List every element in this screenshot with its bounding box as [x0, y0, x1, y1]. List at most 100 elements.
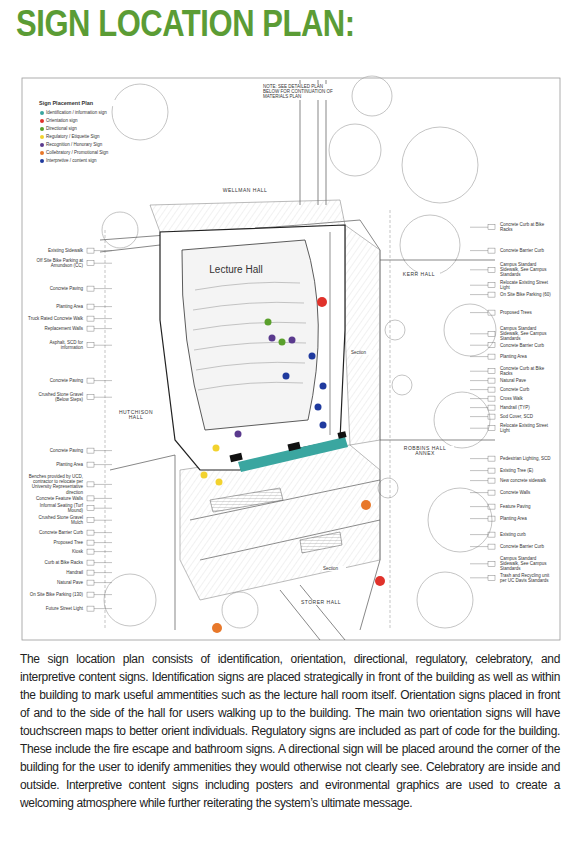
plan-circle — [375, 576, 385, 586]
sign-block — [229, 453, 242, 463]
leader-line — [470, 563, 488, 564]
callout-tag — [87, 304, 94, 309]
plan-note: NOTE: SEE DETAILED PLAN BELOW FOR CONTIN… — [262, 84, 336, 100]
leader-line — [94, 551, 112, 552]
plan-note: Section — [350, 350, 374, 355]
leader-line — [94, 250, 112, 251]
plan-path — [105, 230, 106, 630]
material-callout: New concrete sidewalk — [499, 478, 557, 483]
plan-circle — [289, 337, 296, 344]
plan-path — [196, 362, 305, 370]
callout-tag — [87, 482, 94, 487]
material-callout: Sod Cover, SCD — [499, 414, 557, 419]
callout-tag — [87, 286, 94, 291]
lecture-hall-outline — [182, 240, 318, 430]
material-callout: Crushed Stone Gravel (Below Steps) — [26, 392, 84, 402]
material-callout: Campus Standard Sidewalk, See Campus Sta… — [499, 556, 557, 572]
callout-tag — [488, 532, 495, 537]
material-callout: Campus Standard Sidewalk, See Campus Sta… — [499, 262, 557, 278]
material-callout: Pedestrian Lighting, SCD — [499, 456, 557, 461]
callout-tag — [488, 516, 495, 521]
plan-circle — [434, 392, 490, 448]
leader-line — [470, 546, 488, 547]
plan-circle — [428, 488, 492, 552]
material-callout: Concrete Curb at Bike Racks — [499, 222, 557, 232]
identification-band — [238, 437, 348, 472]
leader-line — [470, 250, 488, 251]
material-callout: Concrete Paving — [26, 286, 84, 291]
callout-tag — [488, 544, 495, 549]
material-callout: Existing Tree (E) — [499, 468, 557, 473]
material-callout: Relocate Existing Street Light — [499, 423, 557, 433]
callout-tag — [87, 316, 94, 321]
plan-path — [195, 282, 300, 290]
plan-circle — [402, 127, 478, 203]
leader-line — [94, 464, 112, 465]
legend-swatch — [40, 135, 44, 139]
room-name: Lecture Hall — [209, 264, 262, 275]
leader-line — [470, 518, 488, 519]
leader-line — [94, 484, 112, 485]
plan-circle — [212, 623, 222, 633]
material-callout: Curb at Bike Racks — [26, 560, 84, 565]
callout-tag — [87, 530, 94, 535]
callout-tag — [488, 414, 495, 419]
callout-tag — [488, 225, 495, 230]
legend-entry: Recognition / Honorary Sign — [40, 142, 102, 147]
callout-tag — [488, 331, 495, 336]
legend-text: Collebratory / Promotional Sign — [46, 150, 108, 155]
legend-heading: Sign Placement Plan — [38, 100, 130, 106]
plan-circle — [201, 472, 208, 479]
material-callout: Proposed Trees — [499, 310, 557, 315]
walkways — [100, 80, 495, 640]
plan-frame — [22, 78, 560, 640]
material-callout: Proposed Tree — [26, 540, 84, 545]
material-callout: Natural Pave — [499, 378, 557, 383]
leader-line — [470, 506, 488, 507]
callout-tag — [87, 326, 94, 331]
callout-tag — [87, 606, 94, 611]
callout-tag — [87, 343, 94, 348]
plan-circle — [315, 404, 322, 411]
callout-tag — [488, 267, 495, 272]
callout-tag — [87, 506, 94, 511]
leader-line — [94, 450, 112, 451]
legend-swatch — [40, 143, 44, 147]
leader-line — [94, 562, 112, 563]
plan-circle — [352, 76, 392, 116]
legend-text: Orientation sign — [46, 118, 78, 123]
legend-entry: Regulatory / Etiquette Sign — [40, 134, 100, 139]
callout-tag — [488, 378, 495, 383]
legend-swatch — [40, 119, 44, 123]
plan-path — [193, 322, 306, 330]
callout-tag — [488, 405, 495, 410]
callout-tag — [488, 369, 495, 374]
material-callout: Existing Sidewalk — [26, 248, 84, 253]
leader-line — [94, 498, 112, 499]
building-name: KERR HALL — [398, 272, 440, 277]
legend-swatch — [40, 159, 44, 163]
building-outline — [160, 225, 345, 470]
legend-entry: Collebratory / Promotional Sign — [40, 150, 108, 155]
callout-tag — [488, 504, 495, 509]
plan-path — [300, 585, 345, 640]
leader-line — [470, 534, 488, 535]
leader-line — [470, 312, 488, 313]
building-name: STORER HALL — [298, 600, 344, 605]
sign-block — [337, 431, 346, 439]
material-callout: Concrete Barrier Curb — [499, 343, 557, 348]
leader-line — [94, 345, 112, 346]
leader-line — [94, 380, 112, 381]
material-callout: Informal Seating (Turf Mound) — [26, 503, 84, 513]
material-callout: Truck Rated Concrete Walk — [26, 316, 84, 321]
plan-path — [280, 590, 320, 640]
legend-entry: Interpretive / content sign — [40, 158, 97, 163]
plan-path — [110, 455, 175, 630]
plan-circle — [283, 373, 290, 380]
plan-circle — [235, 431, 242, 438]
sign-block — [287, 442, 300, 452]
side-paving — [345, 225, 380, 445]
legend-entry: Identification / information sign — [40, 110, 107, 115]
caption-text: The sign location plan consists of ident… — [20, 650, 560, 812]
leader-line — [470, 333, 488, 334]
